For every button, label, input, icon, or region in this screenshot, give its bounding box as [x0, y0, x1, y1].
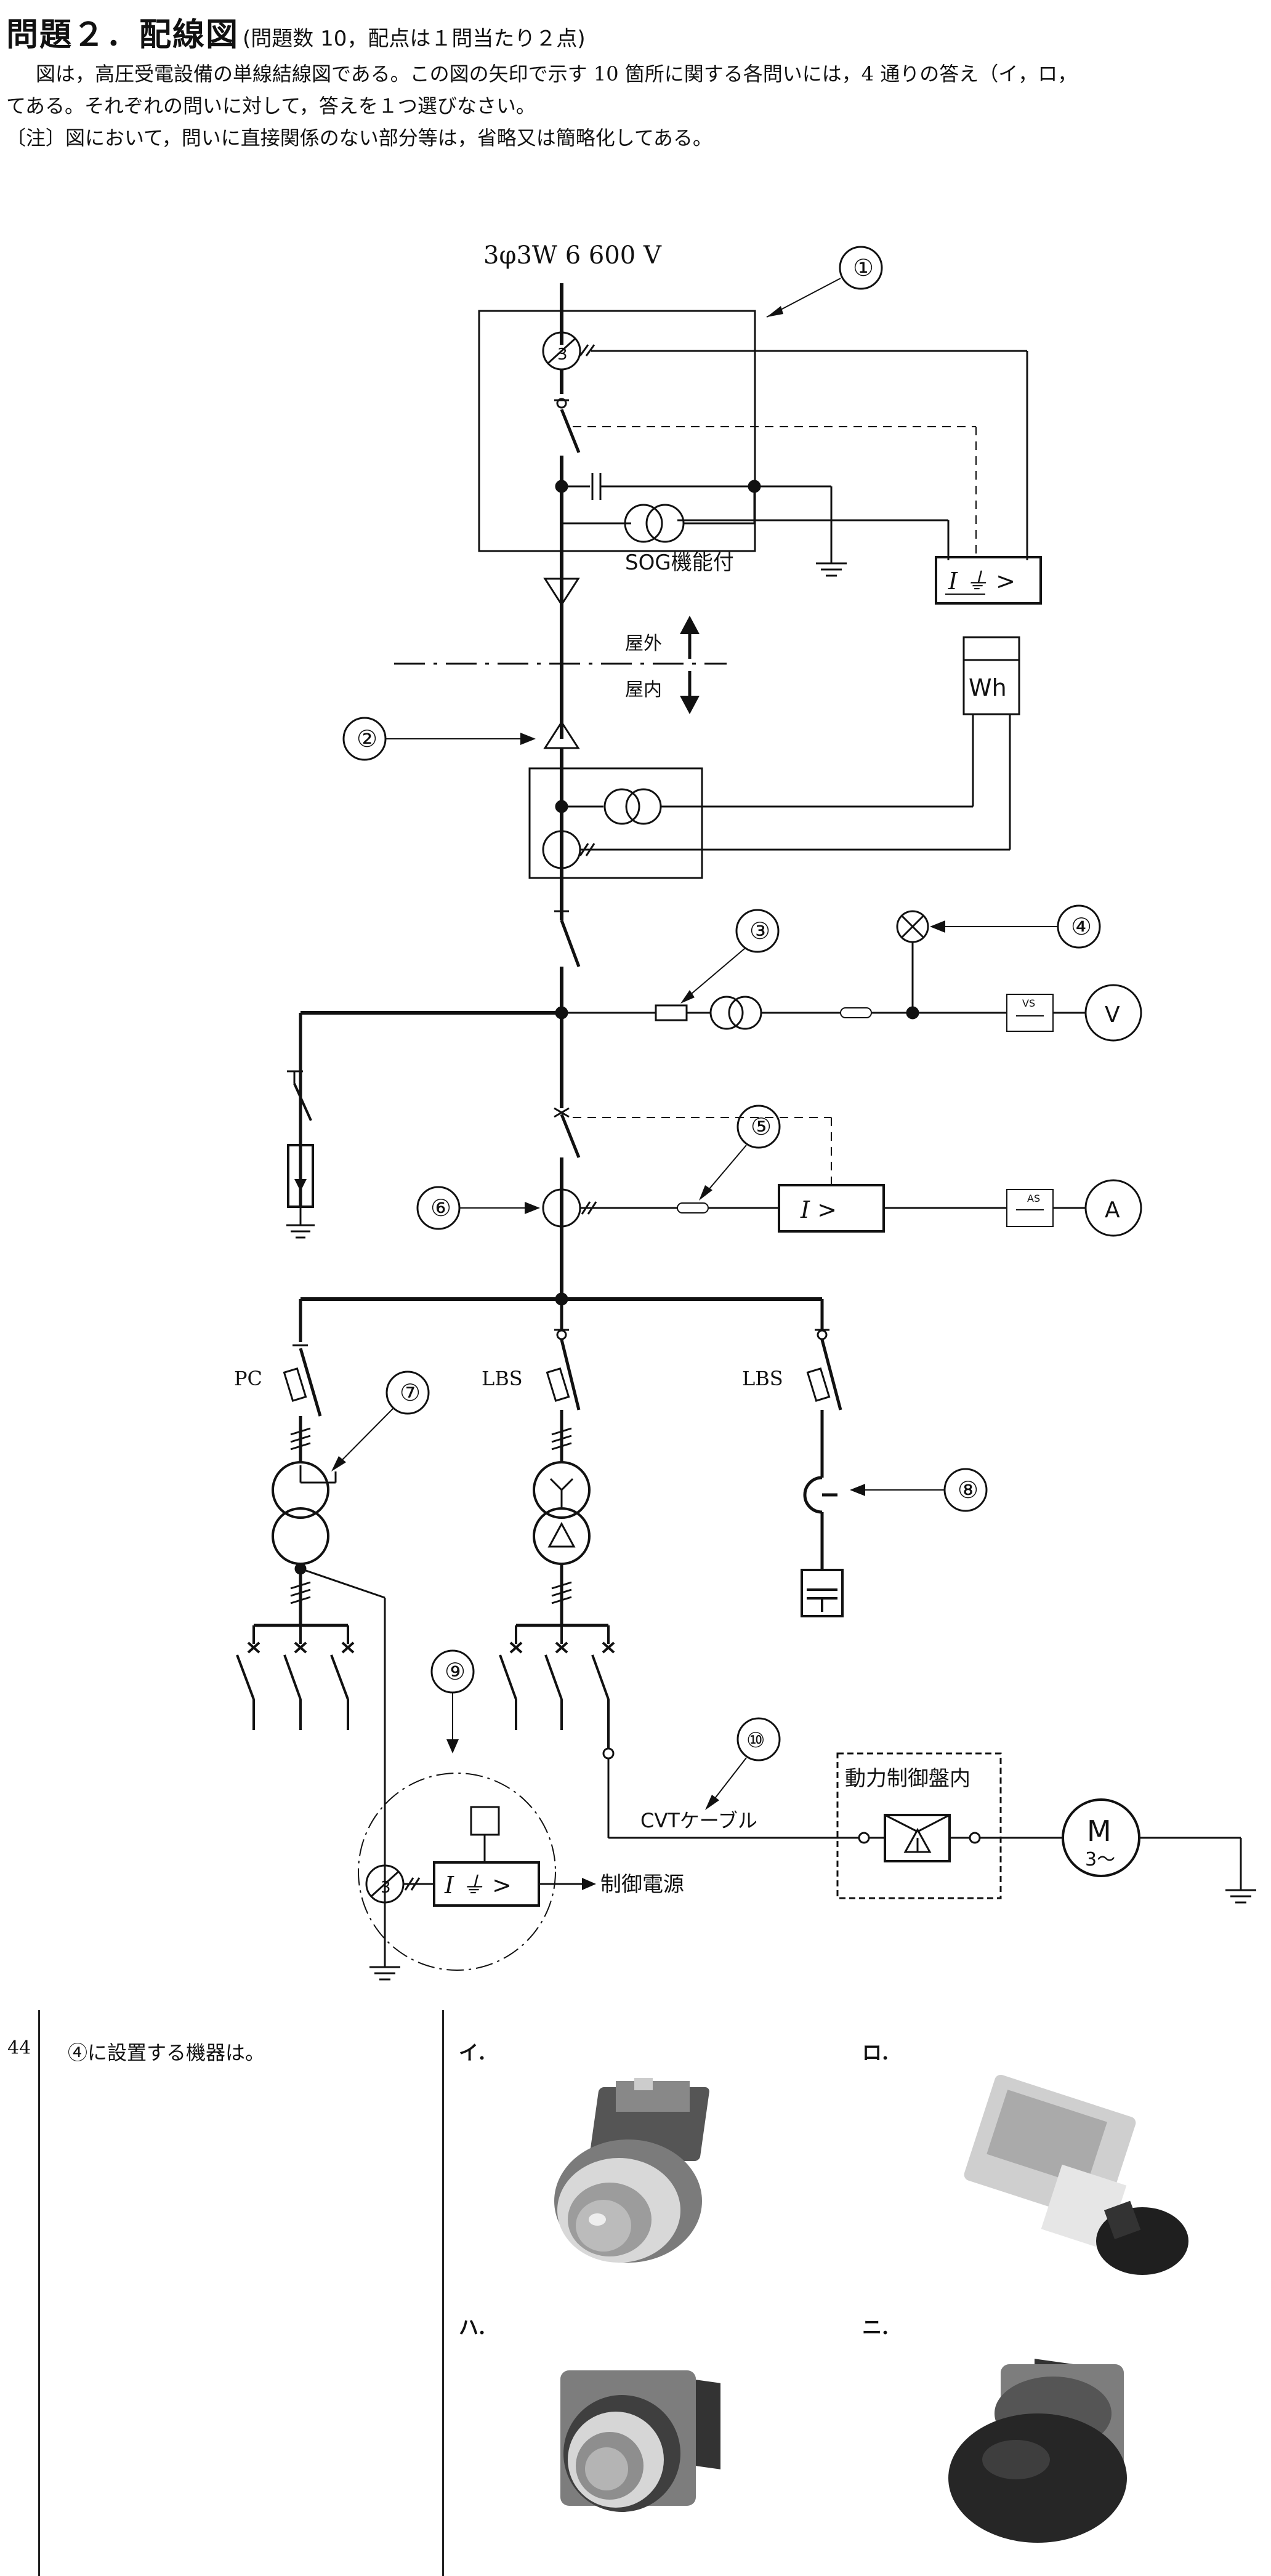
wh-label: Wh: [969, 674, 1007, 701]
outdoor-label: 屋外: [625, 633, 662, 654]
pas-box: [478, 310, 756, 552]
table-divider-2: [442, 2010, 444, 2576]
callout-7: [385, 1371, 430, 1415]
ammeter-label: A: [1105, 1197, 1120, 1223]
callout-8-label: ⑧: [958, 1476, 978, 1503]
choice-label-ni: ニ.: [862, 2316, 889, 2339]
table-divider-1: [38, 2010, 40, 2576]
panel-label: 動力制御盤内: [845, 1766, 970, 1791]
callout-9-label: ⑨: [445, 1658, 466, 1685]
callout-6-label: ⑥: [430, 1194, 451, 1222]
page-title: 問題２．配線図(問題数 10，配点は１問当たり２点): [6, 9, 586, 55]
sc-capacitor: [801, 1569, 844, 1617]
tr2-primary: [533, 1461, 591, 1519]
ct-fuse: [677, 1202, 709, 1214]
callout-5-label: ⑤: [751, 1113, 772, 1140]
ammeter: [1084, 1179, 1142, 1237]
vt-fuse: [840, 1007, 872, 1018]
callout-5: [736, 1105, 781, 1149]
gr-relay-box: [935, 556, 1042, 605]
pc-fuse: [283, 1367, 307, 1403]
intro-line-1: 図は，高圧受電設備の単線結線図である。この図の矢印で示す 10 箇所に関する各問…: [36, 62, 1078, 86]
control-power-label: 制御電源: [600, 1872, 684, 1897]
callout-10: [736, 1717, 781, 1761]
gr-relay-label: I ⏚ >: [948, 568, 1015, 595]
vct-box: [528, 767, 703, 879]
choice-photo-ni[interactable]: [942, 2340, 1164, 2549]
elcb-trip-coil: [470, 1806, 500, 1836]
zct2-mark: 3: [381, 1878, 391, 1897]
callout-7-label: ⑦: [400, 1379, 421, 1406]
lbs-fuse-2: [806, 1367, 831, 1403]
motor-label: M: [1087, 1814, 1112, 1848]
pilot-lamp-icon: [896, 910, 929, 943]
zct-mark: 3: [557, 345, 568, 364]
sog-label: SOG機能付: [625, 550, 734, 575]
tr1-primary: [272, 1461, 329, 1519]
single-line-diagram: 3φ3W 6 600 V 3: [234, 241, 1256, 1981]
question-text: ④に設置する機器は。: [68, 2041, 265, 2064]
lbs-fuse-1: [546, 1367, 570, 1403]
voltmeter: [1084, 984, 1142, 1042]
pc-label: PC: [234, 1367, 262, 1390]
wh-meter: [962, 636, 1020, 715]
title-note: (問題数 10，配点は１問当たり２点): [243, 26, 586, 51]
elcb-dashed-circle: [358, 1773, 556, 1971]
lbs-label-1: LBS: [482, 1367, 523, 1390]
intro-text: 図は，高圧受電設備の単線結線図である。この図の矢印で示す 10 箇所に関する各問…: [6, 58, 1271, 154]
indoor-label: 屋内: [625, 679, 662, 701]
callout-10-label: ⑩: [746, 1728, 765, 1753]
intro-line-2: てある。それぞれの問いに対して，答えを１つ選びなさい。: [6, 94, 536, 118]
elcb-relay-label: I ⏚ >: [444, 1872, 512, 1899]
lbs-label-2: LBS: [742, 1367, 783, 1390]
vs-label: VS: [1022, 997, 1035, 1009]
callout-3: [735, 909, 780, 953]
motor-sub-label: 3〜: [1085, 1849, 1115, 1870]
callout-1-label: ①: [853, 254, 874, 281]
oc-relay-label: I >: [800, 1196, 837, 1223]
question-number: 44: [7, 2037, 31, 2059]
sr-reactor: [803, 1476, 823, 1514]
choice-label-ro: ロ.: [862, 2041, 889, 2064]
cvt-label: CVTケーブル: [640, 1809, 757, 1832]
callout-1: [839, 246, 883, 290]
title-text: 問題２．配線図: [6, 17, 240, 54]
callout-3-label: ③: [749, 917, 770, 944]
choice-photo-i[interactable]: [542, 2078, 727, 2281]
question-table: 44 ④に設置する機器は。 イ. ロ. ハ. ニ.: [0, 2010, 1271, 2576]
choice-label-ha: ハ.: [459, 2316, 486, 2339]
voltmeter-label: V: [1105, 1002, 1120, 1028]
pf-fuse: [655, 1004, 688, 1021]
choice-photo-ha[interactable]: [542, 2346, 745, 2549]
callout-2-label: ②: [357, 725, 377, 752]
as-label: AS: [1027, 1193, 1040, 1204]
choice-photo-ro[interactable]: [958, 2075, 1192, 2278]
supply-label: 3φ3W 6 600 V: [483, 241, 662, 270]
callout-4-label: ④: [1071, 913, 1092, 940]
intro-line-3: 〔注〕図において，問いに直接関係のない部分等は，省略又は簡略化してある。: [6, 126, 712, 150]
choice-label-i: イ.: [459, 2041, 486, 2064]
motor-control-panel: [836, 1752, 1002, 1899]
